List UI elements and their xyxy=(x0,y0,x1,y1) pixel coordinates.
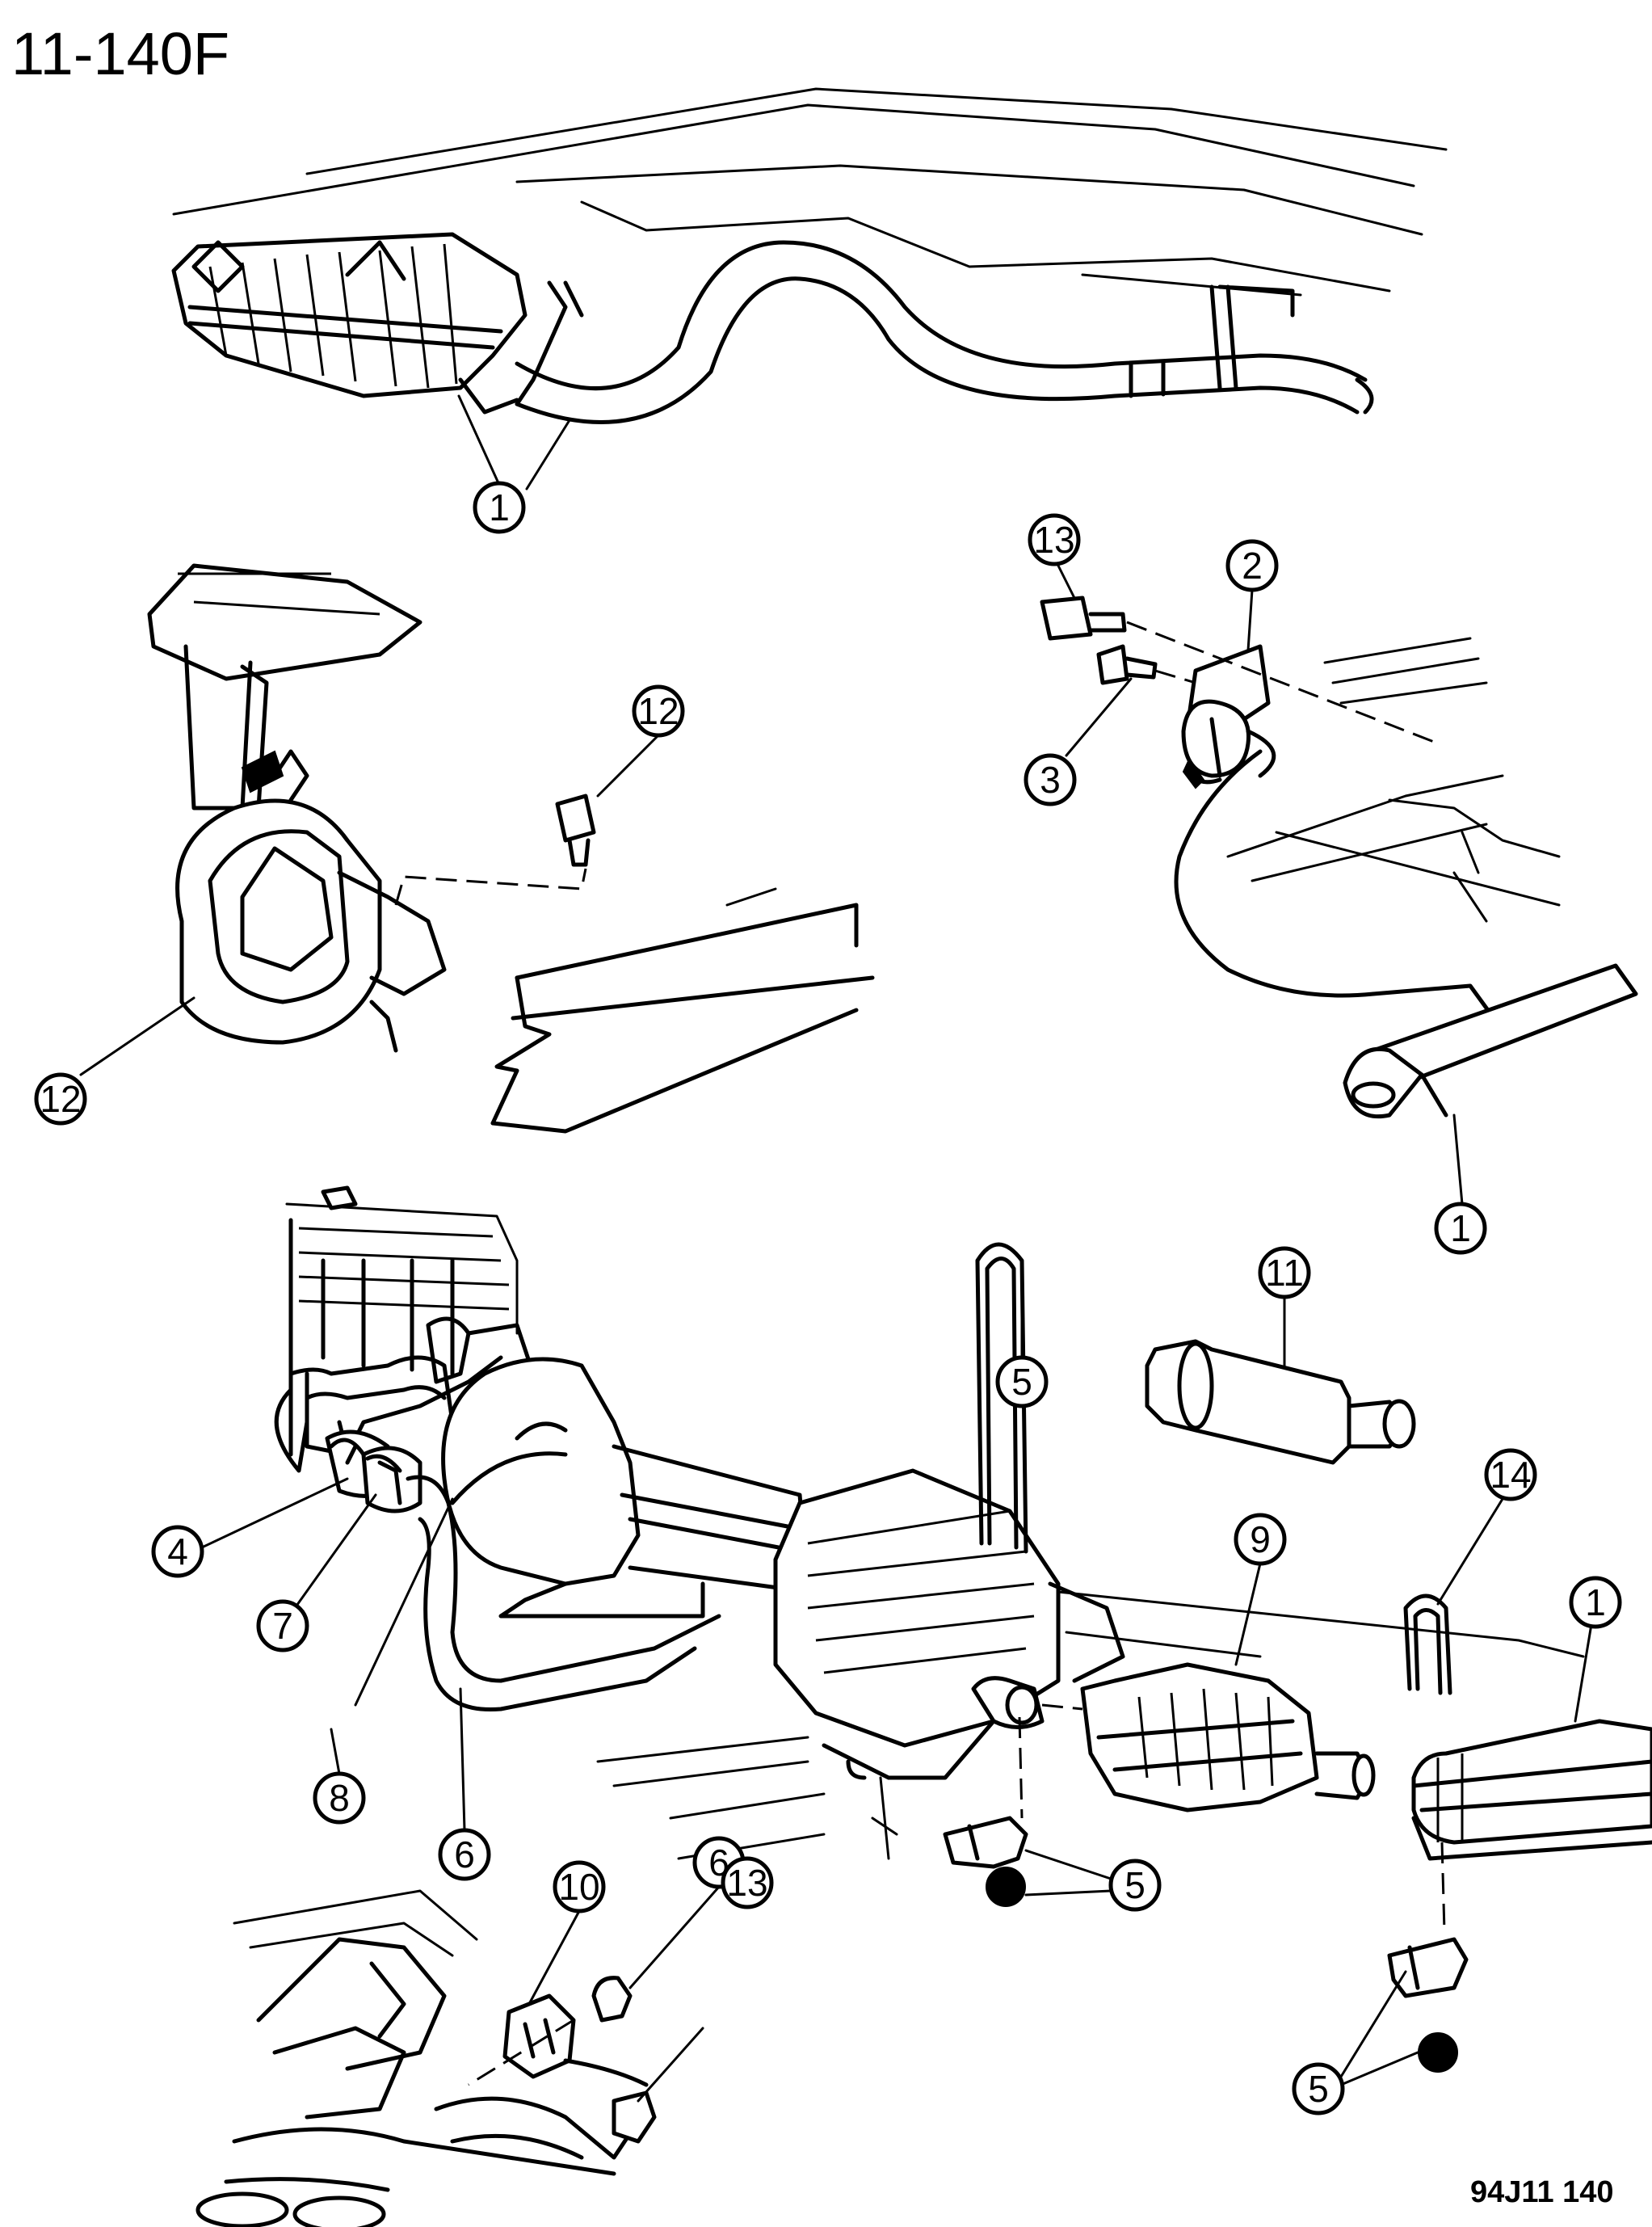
callout-12-leaders xyxy=(79,734,660,1076)
heat-shield-12 xyxy=(147,563,447,1053)
callout-8: 8 xyxy=(313,1771,366,1825)
hanger-bracket-2 xyxy=(1181,644,1276,789)
callout-1: 1 xyxy=(473,481,526,534)
catalytic-converter-9 xyxy=(1080,1662,1376,1812)
callout-5: 5 xyxy=(1108,1859,1162,1912)
svg-text:3: 3 xyxy=(1040,759,1061,801)
svg-text:12: 12 xyxy=(637,690,679,732)
right-tailpipe xyxy=(1174,749,1638,1119)
hanger-5-center xyxy=(943,1716,1028,1907)
svg-text:1: 1 xyxy=(489,486,510,528)
callout-1a-leaders xyxy=(457,394,571,490)
callout-14: 14 xyxy=(1484,1448,1537,1501)
top-muffler xyxy=(171,232,528,415)
callout-2: 2 xyxy=(1225,539,1279,592)
callout-5: 5 xyxy=(995,1355,1049,1408)
callout-13: 13 xyxy=(721,1856,774,1909)
right-frame-lines xyxy=(1226,637,1561,923)
svg-text:6: 6 xyxy=(454,1833,475,1875)
underbody-panel xyxy=(490,887,875,1134)
callout-5: 5 xyxy=(1292,2062,1345,2115)
callout-lower-leaders xyxy=(200,1287,1593,2086)
svg-text:4: 4 xyxy=(167,1530,188,1572)
muffler-11 xyxy=(1145,1339,1416,1465)
svg-text:5: 5 xyxy=(1124,1864,1145,1906)
svg-text:5: 5 xyxy=(1308,2068,1329,2110)
svg-text:14: 14 xyxy=(1490,1454,1531,1496)
svg-text:2: 2 xyxy=(1242,545,1263,587)
rear-pipe-1 xyxy=(1411,1719,1652,1861)
svg-text:11: 11 xyxy=(1265,1252,1304,1294)
callout-3: 3 xyxy=(1024,753,1077,806)
callout-bottom-leaders xyxy=(528,1885,721,2103)
callout-1: 1 xyxy=(1569,1576,1622,1629)
hanger-dashed-lines xyxy=(1126,621,1439,745)
top-frame-rails xyxy=(172,87,1448,297)
callout-11: 11 xyxy=(1258,1246,1311,1299)
callout-6: 6 xyxy=(438,1828,491,1881)
svg-text:7: 7 xyxy=(272,1605,293,1647)
gasket-4-7 xyxy=(329,1438,402,1473)
clamp-dashed-link xyxy=(394,868,587,906)
svg-text:8: 8 xyxy=(329,1777,350,1819)
svg-text:5: 5 xyxy=(1011,1361,1032,1403)
mid-pipe xyxy=(971,1676,1083,1729)
svg-text:13: 13 xyxy=(726,1862,767,1904)
svg-text:10: 10 xyxy=(558,1866,599,1908)
exhaust-pipe-6 xyxy=(325,1429,721,1712)
bolt-13-top xyxy=(1040,596,1127,641)
callout-4: 4 xyxy=(151,1525,204,1578)
svg-text:1: 1 xyxy=(1450,1207,1471,1249)
diagram-title: 11-140F xyxy=(11,20,229,87)
callout-7: 7 xyxy=(256,1599,309,1652)
u-bolt-14 xyxy=(1403,1593,1452,1695)
callout-9: 9 xyxy=(1234,1513,1287,1566)
u-bolt-5 xyxy=(975,1242,1028,1554)
hanger-5-rear xyxy=(1387,1842,1469,2073)
svg-text:9: 9 xyxy=(1250,1518,1271,1560)
bolt-3 xyxy=(1096,644,1158,685)
svg-text:12: 12 xyxy=(40,1078,81,1120)
callout-12: 12 xyxy=(632,684,685,738)
callout-1: 1 xyxy=(1434,1202,1487,1255)
svg-text:1: 1 xyxy=(1585,1581,1606,1623)
transfer-case xyxy=(773,1468,1125,1780)
callout-10: 10 xyxy=(553,1860,606,1913)
callout-12: 12 xyxy=(34,1072,87,1126)
bottom-left-detail xyxy=(195,1889,657,2227)
svg-text:13: 13 xyxy=(1033,519,1074,561)
top-tailpipe xyxy=(515,240,1374,424)
figure-code: 94J11 140 xyxy=(1470,2175,1614,2209)
bolt-12 xyxy=(555,794,596,867)
callout-13: 13 xyxy=(1028,513,1081,566)
callout-right-leaders xyxy=(1057,564,1464,1206)
